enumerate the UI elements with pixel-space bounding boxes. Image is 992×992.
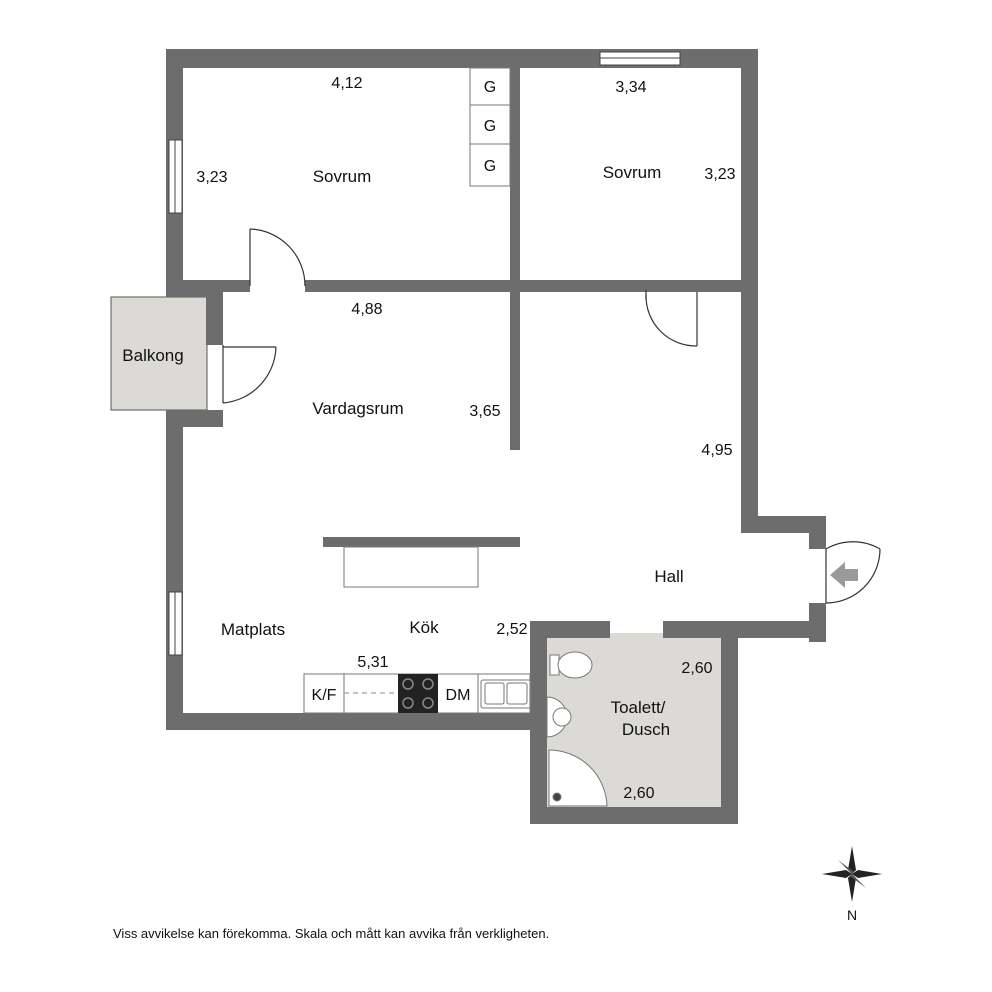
room-label-bedroom-1: Sovrum bbox=[313, 167, 372, 186]
room-label-dining: Matplats bbox=[221, 620, 285, 639]
fridge-freezer-label: K/F bbox=[312, 687, 337, 704]
interior-walls bbox=[183, 68, 741, 450]
dishwasher-label: DM bbox=[446, 687, 471, 704]
wardrobe-label-2: G bbox=[484, 118, 496, 135]
room-label-bathroom-2: Dusch bbox=[622, 720, 670, 739]
entrance-arrow-icon bbox=[830, 562, 858, 588]
dim-bedroom-2-depth: 3,23 bbox=[704, 166, 735, 183]
kitchen-island-counter bbox=[343, 546, 479, 588]
windows bbox=[168, 51, 681, 656]
dim-hall-depth: 4,95 bbox=[701, 442, 732, 459]
wardrobes bbox=[469, 67, 511, 187]
compass-rose-icon bbox=[822, 846, 882, 902]
shower-icon bbox=[548, 749, 608, 807]
doors bbox=[222, 228, 881, 604]
room-label-balcony: Balkong bbox=[122, 346, 183, 365]
room-label-kitchen: Kök bbox=[409, 618, 439, 637]
compass-north-label: N bbox=[847, 907, 857, 923]
wardrobe-label-3: G bbox=[484, 158, 496, 175]
dim-kitchen-width: 5,31 bbox=[357, 654, 388, 671]
stove-icon bbox=[398, 674, 438, 713]
exterior-walls bbox=[166, 49, 826, 824]
room-label-living-room: Vardagsrum bbox=[312, 399, 403, 418]
dim-bedroom-1-width: 4,12 bbox=[331, 75, 362, 92]
dim-kitchen-depth: 2,52 bbox=[496, 621, 527, 638]
sink-icon bbox=[480, 679, 532, 709]
dim-bedroom-1-depth: 3,23 bbox=[196, 169, 227, 186]
dim-living-width: 4,88 bbox=[351, 301, 382, 318]
room-label-bedroom-2: Sovrum bbox=[603, 163, 662, 182]
stove-burners bbox=[402, 678, 434, 709]
dim-living-depth: 3,65 bbox=[469, 403, 500, 420]
dim-bath-depth: 2,60 bbox=[623, 785, 654, 802]
dim-bedroom-2-width: 3,34 bbox=[615, 79, 646, 96]
disclaimer-text: Viss avvikelse kan förekomma. Skala och … bbox=[113, 926, 550, 941]
washbasin-icon bbox=[546, 696, 572, 738]
toilet-icon bbox=[549, 651, 593, 679]
kitchen-island-top bbox=[323, 537, 520, 547]
room-label-bathroom-1: Toalett/ bbox=[611, 698, 666, 717]
room-label-hall: Hall bbox=[654, 567, 683, 586]
wardrobe-label-1: G bbox=[484, 79, 496, 96]
dim-bath-width: 2,60 bbox=[681, 660, 712, 677]
balcony-floor bbox=[110, 296, 208, 411]
